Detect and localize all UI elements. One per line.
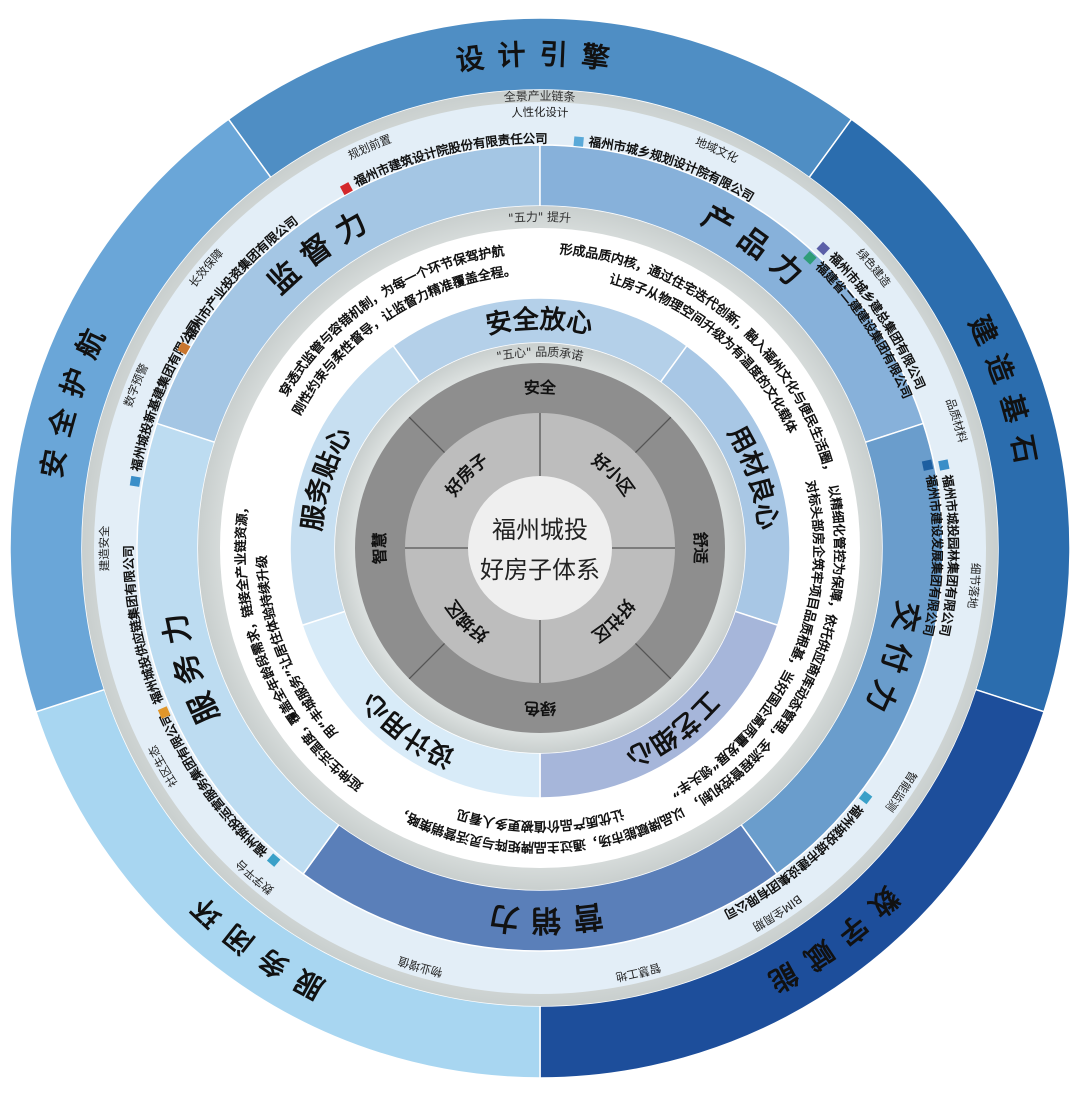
quality-label: 舒适 (691, 531, 711, 564)
company-logo-icon: ■ (125, 470, 143, 488)
center-title-line1: 福州城投 (492, 516, 588, 544)
chain-item-label-text: 细节落地 (965, 563, 983, 610)
quality-label-text: 安全 (524, 377, 558, 397)
center-title-line2: 好房子体系 (480, 556, 600, 584)
quality-label: 绿色 (524, 699, 557, 719)
company-logo-icon: ■ (921, 457, 939, 476)
industry-chain-label-text: 全景产业链条 (503, 88, 576, 104)
chain-item-label: 建造安全 (97, 525, 112, 572)
company-logo-icon: ■ (173, 335, 194, 356)
five-hearts-label-text: "五心" 品质承诺 (495, 345, 584, 364)
chain-item-label-text: 建造安全 (97, 525, 112, 572)
center-circle (468, 476, 612, 620)
qualities-divider (634, 642, 672, 680)
quality-label: 智慧 (369, 532, 389, 565)
company-logo-icon: ■ (937, 457, 955, 476)
company-logo-icon: ■ (337, 176, 358, 197)
chain-item-label: 人性化设计 (511, 105, 569, 120)
chain-item-label-text: 人性化设计 (511, 105, 569, 120)
company-logo-icon: ■ (152, 701, 172, 722)
quality-label-text: 舒适 (691, 531, 711, 564)
qualities-divider (634, 416, 672, 454)
five-hearts-label: "五心" 品质承诺 (495, 345, 584, 364)
company-logo-icon: ■ (572, 132, 590, 149)
quality-label: 安全 (524, 377, 558, 397)
quality-label-text: 智慧 (369, 532, 389, 565)
qualities-divider (408, 642, 446, 680)
industry-chain-label: 全景产业链条 (503, 88, 576, 104)
qualities-divider (408, 416, 446, 454)
five-forces-label-text: "五力" 提升 (508, 209, 572, 225)
chain-item-label: 细节落地 (965, 563, 983, 610)
five-forces-label: "五力" 提升 (508, 209, 572, 225)
quality-label-text: 绿色 (524, 699, 557, 719)
force-label-text: 营销力 (476, 898, 605, 938)
force-label: 营销力 (476, 898, 605, 938)
